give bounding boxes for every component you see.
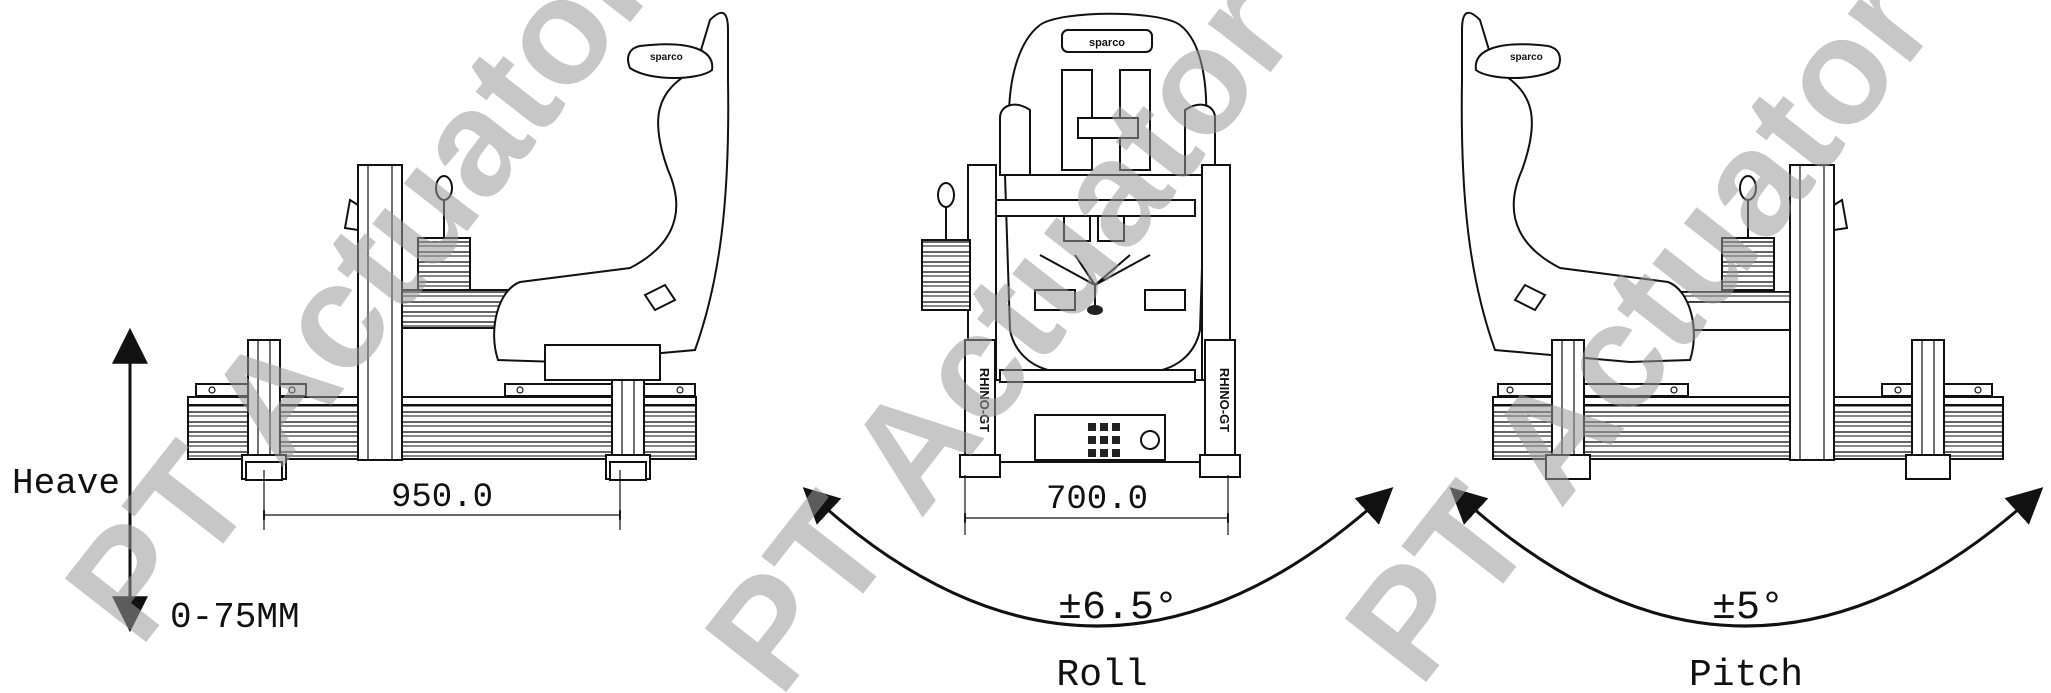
dimension-700: 700.0: [964, 475, 1229, 535]
upright-column: [357, 164, 403, 461]
seat-brand-front: sparco: [1089, 37, 1125, 49]
rear-actuator-right: [1905, 339, 1951, 480]
rear-view: sparco ±5° Pitch: [1449, 11, 2044, 693]
side-view: sparco 950.0 Heave 0-75MM: [12, 11, 730, 638]
front-seat-shell: [1008, 12, 1208, 176]
rear-upright-column: [1789, 164, 1835, 461]
pitch-indicator: ±5° Pitch: [1449, 487, 2044, 693]
watermark-layer: PT Actuator PT Actuator PT Actuator: [33, 0, 1965, 693]
control-panel: [1034, 414, 1166, 461]
front-view: sparco: [802, 12, 1394, 693]
front-actuator-left: RHINO-GT: [959, 339, 1001, 478]
dimension-label-950: 950.0: [391, 479, 493, 517]
pitch-label: Pitch: [1689, 654, 1803, 693]
dimension-label-700: 700.0: [1046, 481, 1148, 519]
frame-brand-right: RHINO-GT: [1217, 368, 1232, 432]
rear-actuator-left: [1545, 339, 1591, 480]
racing-seat: [493, 11, 730, 364]
dimension-950: 950.0: [263, 470, 621, 530]
front-actuator-right: RHINO-GT: [1199, 339, 1241, 478]
roll-label: Roll: [1056, 654, 1147, 693]
seat-brand-side: sparco: [650, 52, 683, 63]
roll-indicator: ±6.5° Roll: [802, 487, 1394, 693]
rear-racing-seat: [1460, 11, 1695, 364]
heave-range-label: 0-75MM: [170, 597, 300, 638]
roll-angle-label: ±6.5°: [1058, 586, 1178, 631]
pitch-angle-label: ±5°: [1712, 586, 1784, 631]
heave-label: Heave: [12, 463, 120, 504]
heave-indicator: Heave 0-75MM: [12, 327, 300, 638]
watermark-3: PT Actuator: [1313, 0, 1965, 693]
frame-brand-left: RHINO-GT: [977, 368, 992, 432]
shifter-housing: [417, 237, 471, 291]
seat-brand-rear: sparco: [1510, 52, 1543, 63]
